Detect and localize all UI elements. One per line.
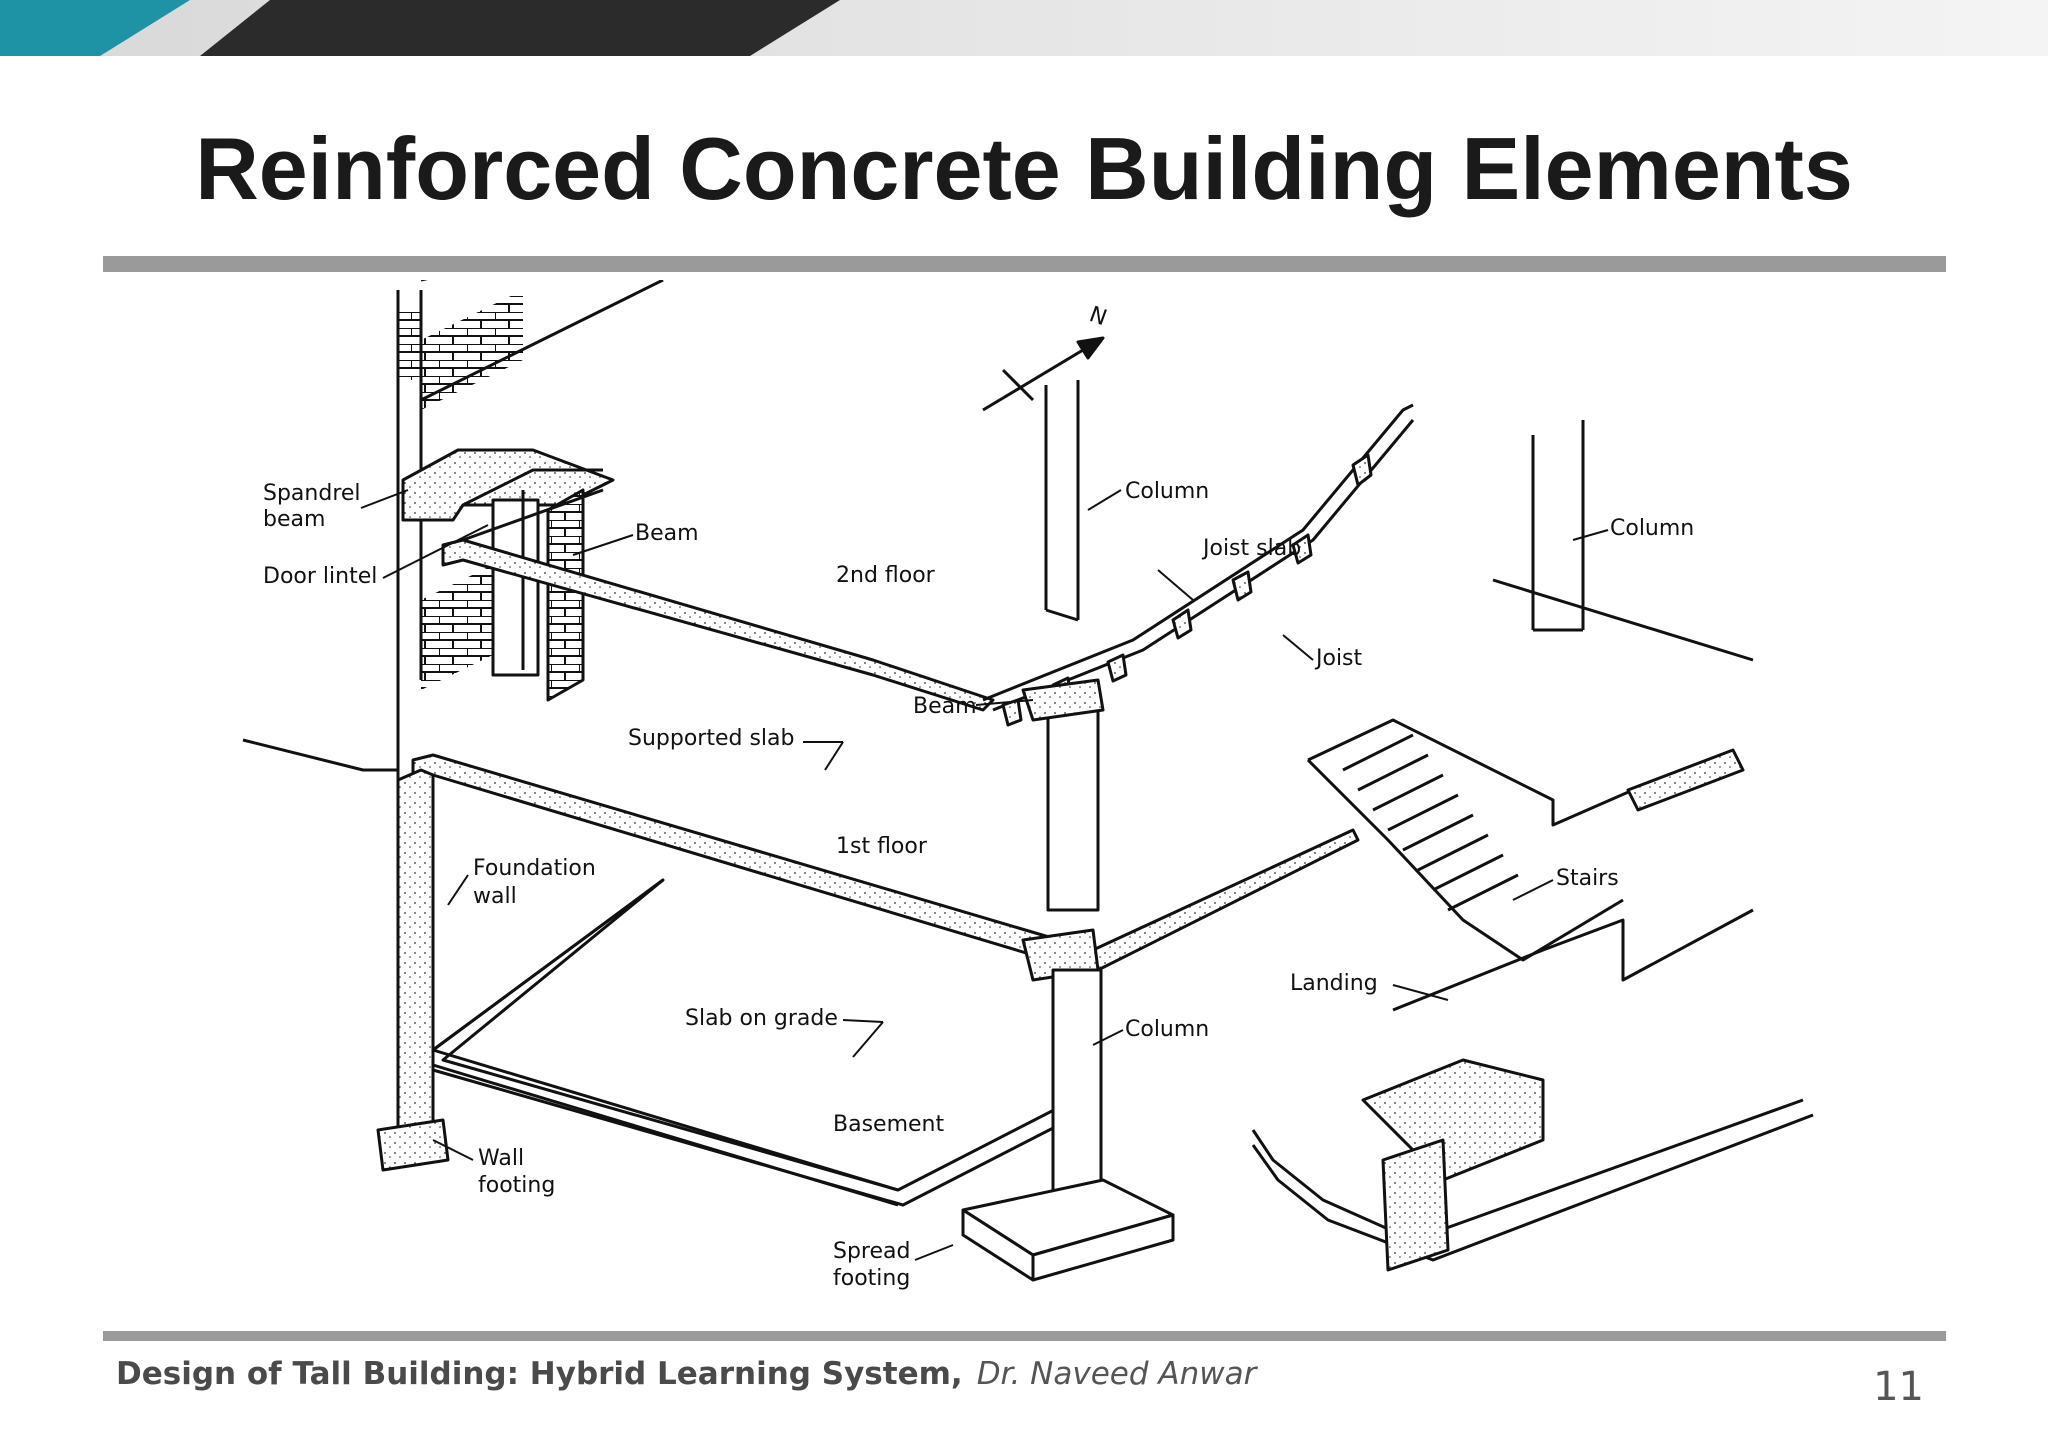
label-door-lintel: Door lintel [263,564,377,589]
door-opening [491,498,540,677]
label-spandrel-1: Spandrel [263,481,361,506]
label-joist: Joist [1314,646,1363,671]
column-middle [1021,678,1105,912]
building-elements-diagram: N Spandrel beam Door lintel Beam 2nd flo… [242,280,1814,1291]
label-joist-slab: Joist slab [1201,536,1301,561]
brick-wall-face [421,560,503,690]
north-label: N [1086,302,1110,331]
label-stairs: Stairs [1556,866,1619,891]
label-spread-footing-1: Spread [833,1239,910,1264]
label-supported-slab: Supported slab [628,726,794,751]
foundation-wall [396,768,435,1152]
slide-title: Reinforced Concrete Building Elements [195,119,1853,218]
second-floor-slab [441,538,995,712]
label-foundation-2: wall [473,884,517,909]
label-column-right: Column [1610,516,1694,541]
footer-author: Dr. Naveed Anwar [976,1356,1257,1392]
label-beam-upper: Beam [635,521,699,546]
brick-wall-top [421,290,523,410]
stairs [1306,718,1754,1012]
north-arrow [982,336,1105,412]
page-number: 11 [1873,1364,1924,1410]
leader-lines [360,489,1609,1261]
column-top [1044,380,1080,622]
footer-divider [103,1331,1946,1341]
footer-credit: Design of Tall Building: Hybrid Learning… [116,1356,1256,1392]
brick-wall-upper [399,310,421,380]
label-column-top: Column [1125,479,1209,504]
label-second-floor: 2nd floor [836,563,936,588]
diagram-labels: N Spandrel beam Door lintel Beam 2nd flo… [263,302,1694,1291]
label-slab-on-grade: Slab on grade [685,1006,838,1031]
column-lower [961,968,1175,1282]
label-landing: Landing [1290,971,1378,996]
wall-footing [376,1118,450,1172]
label-beam-mid: Beam [913,694,977,719]
joist-slab [982,403,1414,702]
column-right [1492,420,1754,662]
label-first-floor: 1st floor [836,834,928,859]
teal-accent-band [0,0,190,56]
label-column-bottom: Column [1125,1017,1209,1042]
label-spandrel-2: beam [263,507,325,532]
title-divider [103,256,1946,272]
label-spread-footing-2: footing [833,1266,910,1291]
dark-accent-band [200,0,840,56]
label-basement: Basement [833,1112,944,1137]
label-wall-footing-2: footing [478,1173,555,1198]
footer-course: Design of Tall Building: Hybrid Learning… [116,1356,963,1392]
label-foundation-1: Foundation [473,856,596,881]
label-wall-footing-1: Wall [478,1146,524,1171]
top-banner [0,0,2048,56]
